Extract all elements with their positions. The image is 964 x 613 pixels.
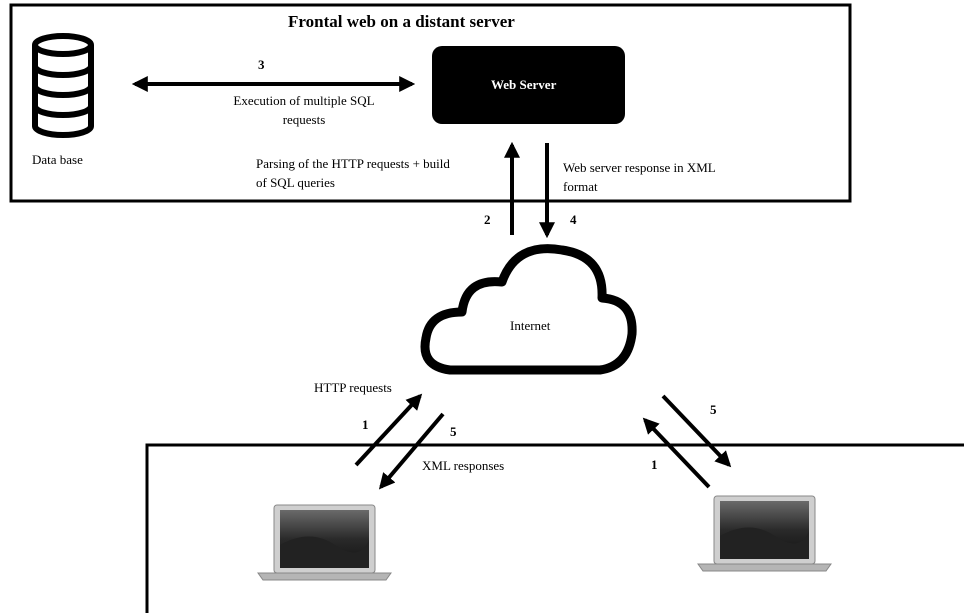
laptop-icon (257, 504, 392, 581)
step-4-label-line1: Web server response in XML (563, 160, 716, 175)
web-server-label: Web Server (491, 77, 557, 92)
step-3-label: Execution of multiple SQL requests (204, 91, 404, 129)
step-2-label-line1: Parsing of the HTTP requests + build (256, 156, 450, 171)
database-label: Data base (32, 152, 83, 167)
step-4-label-line2: format (563, 179, 598, 194)
cloud-icon (420, 244, 637, 375)
step-2-number: 2 (484, 212, 491, 227)
internet-label: Internet (510, 318, 551, 333)
step-3-label-line1: Execution of multiple SQL (233, 93, 375, 108)
step-4-number: 4 (570, 212, 577, 227)
web-server-box (432, 46, 625, 124)
arrow-1-right-request (642, 417, 711, 489)
frontal-title: Frontal web on a distant server (288, 12, 515, 31)
http-requests-label: HTTP requests (314, 380, 392, 395)
arrow-5-left-response (378, 412, 445, 490)
arrow-5-right-response (661, 394, 732, 468)
laptop-icon (697, 495, 832, 572)
right-step-5-number: 5 (710, 402, 717, 417)
frontal-server-box (9, 3, 852, 203)
step-2-label: Parsing of the HTTP requests + build of … (256, 154, 450, 192)
database-icon (32, 33, 94, 138)
left-step-5-number: 5 (450, 424, 457, 439)
right-step-1-number: 1 (651, 457, 658, 472)
step-4-label: Web server response in XML format (563, 158, 716, 196)
left-step-1-number: 1 (362, 417, 369, 432)
step-2-label-line2: of SQL queries (256, 175, 335, 190)
xml-responses-label: XML responses (422, 458, 505, 473)
arrow-1-left-request (354, 393, 423, 467)
step-3-number: 3 (258, 57, 265, 72)
clients-box (145, 443, 964, 613)
step-3-label-line2: requests (282, 112, 326, 127)
